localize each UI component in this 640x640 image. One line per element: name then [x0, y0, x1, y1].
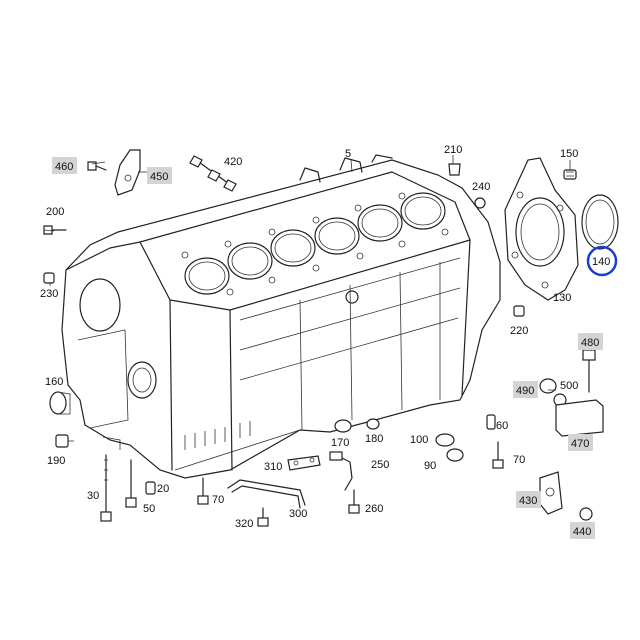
label-90: 90 [424, 460, 436, 472]
cylinder-bores [184, 192, 446, 295]
rear-cover-plate[interactable] [504, 157, 579, 301]
cap-160[interactable] [49, 391, 71, 415]
label-box-470 [568, 434, 593, 451]
label-230: 230 [40, 288, 58, 300]
label-70a: 70 [212, 494, 224, 506]
sleeve-60[interactable] [486, 414, 496, 430]
label-50: 50 [143, 503, 155, 515]
label-240: 240 [472, 181, 490, 193]
leader-lines [43, 155, 571, 450]
label-180: 180 [365, 433, 383, 445]
plug-210[interactable] [448, 163, 461, 176]
plug-240[interactable] [474, 197, 486, 209]
plug-90[interactable] [446, 448, 464, 462]
plug-190[interactable] [55, 434, 74, 448]
label-420: 420 [224, 156, 242, 168]
gasket-310[interactable] [287, 455, 321, 471]
label-460: 460 [55, 161, 73, 173]
seal-ring[interactable] [581, 194, 619, 250]
label-130: 130 [553, 292, 571, 304]
label-430: 430 [519, 495, 537, 507]
label-200: 200 [46, 206, 64, 218]
sleeve-20[interactable] [145, 481, 156, 495]
label-150: 150 [560, 148, 578, 160]
highlight-circle [586, 245, 618, 277]
label-450: 450 [150, 171, 168, 183]
sensor-470[interactable] [555, 399, 604, 437]
label-60: 60 [496, 420, 508, 432]
plug-170[interactable] [334, 419, 352, 433]
part-labels: 5 210 150 240 420 200 230 130 220 160 19… [40, 144, 578, 530]
plug-220[interactable] [513, 305, 525, 317]
label-300: 300 [289, 508, 307, 520]
bracket-450[interactable] [114, 149, 141, 196]
label-160: 160 [45, 376, 63, 388]
label-500: 500 [560, 380, 578, 392]
bolt-70a[interactable] [197, 477, 209, 505]
highlight-140[interactable]: 140 [586, 245, 618, 277]
bolt-30[interactable] [100, 454, 112, 522]
label-310: 310 [264, 461, 282, 473]
label-250: 250 [371, 459, 389, 471]
boxed-labels: 460 450 480 490 500 470 430 440 [52, 157, 603, 539]
seal-490[interactable] [539, 378, 557, 394]
label-440: 440 [573, 526, 591, 538]
bolt-260[interactable] [348, 489, 360, 514]
label-170: 170 [331, 437, 349, 449]
plug-180[interactable] [366, 418, 380, 430]
label-470: 470 [571, 438, 589, 450]
bolt-480[interactable] [582, 349, 596, 393]
bolt-70b[interactable] [492, 441, 504, 469]
bolt-320[interactable] [257, 507, 269, 527]
bracket-430[interactable] [539, 471, 563, 515]
label-100: 100 [410, 434, 428, 446]
label-30: 30 [87, 490, 99, 502]
screw-150[interactable] [563, 169, 577, 180]
label-70b: 70 [513, 454, 525, 466]
pipe-250[interactable] [329, 451, 353, 491]
plug-230[interactable] [43, 272, 55, 284]
label-190: 190 [47, 455, 65, 467]
stud-420[interactable] [189, 155, 237, 192]
label-box-440 [570, 522, 595, 539]
label-20: 20 [157, 483, 169, 495]
label-220: 220 [510, 325, 528, 337]
label-140: 140 [592, 256, 610, 268]
engine-block[interactable] [61, 154, 501, 479]
gasket-100[interactable] [435, 433, 455, 447]
label-490: 490 [516, 385, 534, 397]
bolt-440[interactable] [579, 507, 593, 521]
label-260: 260 [365, 503, 383, 515]
label-5: 5 [345, 148, 351, 160]
label-210: 210 [444, 144, 462, 156]
label-480: 480 [581, 337, 599, 349]
oil-pipe-300[interactable] [227, 479, 306, 509]
label-box-450 [147, 167, 172, 184]
label-box-430 [516, 491, 541, 508]
label-box-460 [52, 157, 77, 174]
label-box-490 [513, 381, 538, 398]
label-box-480 [578, 333, 603, 350]
label-320: 320 [235, 518, 253, 530]
bolt-50[interactable] [125, 459, 137, 508]
